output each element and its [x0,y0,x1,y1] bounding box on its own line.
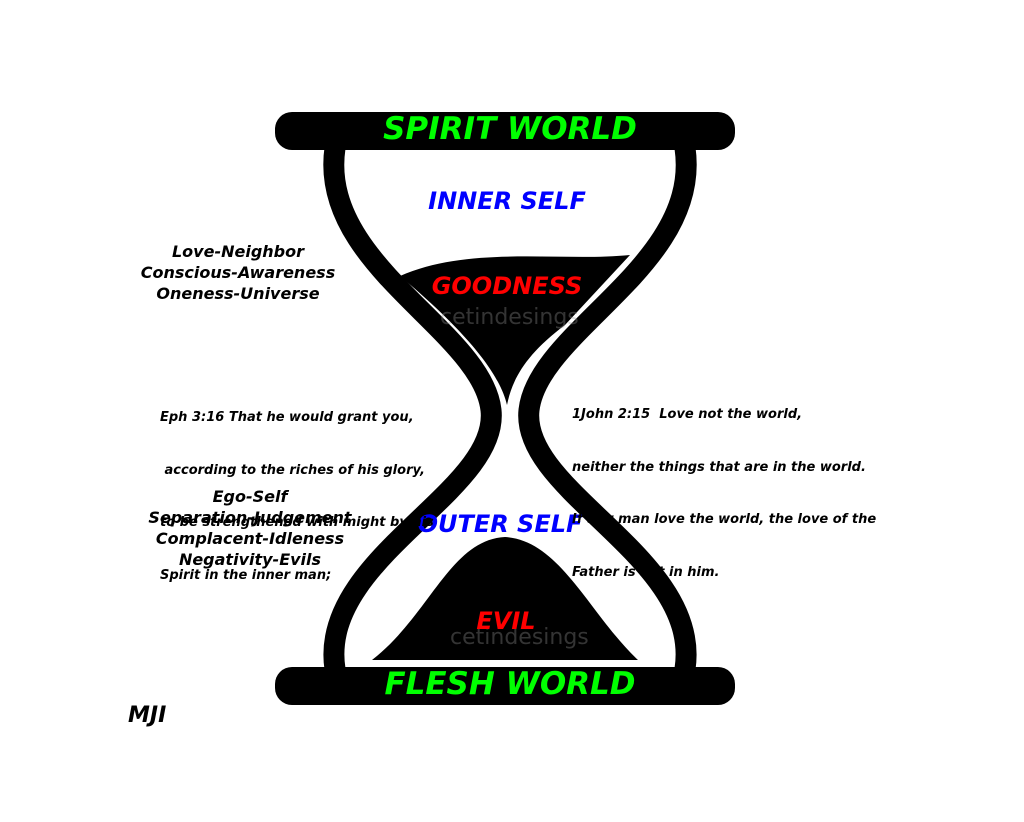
evil-sand-pile [372,537,638,660]
john-quote: 1John 2:15 Love not the world, neither t… [572,371,876,599]
quote-line: Spirit in the inner man; [160,567,332,583]
quote-line: Father is not in him. [572,564,720,580]
hourglass-right-wall [518,146,697,671]
quote-line: according to the riches of his glory, [160,462,425,478]
quote-line: neither the things that are in the world… [572,459,866,475]
goodness-label: GOODNESS [431,272,583,300]
trait: Negativity-Evils [178,550,322,569]
hourglass-left-wall [323,146,502,671]
trait: Love-Neighbor [171,242,304,261]
outer-self-label: OUTER SELF [417,510,583,538]
inner-self-label: INNER SELF [428,187,586,215]
flesh-world-label: FLESH WORLD [384,666,636,702]
trait: Ego-Self [212,487,288,506]
evil-label: EVIL [476,607,536,635]
quote-line: 1John 2:15 Love not the world, [572,407,803,422]
top-bar [275,112,735,150]
goodness-sand [400,255,630,405]
watermark: cetindesings [450,625,589,650]
upper-traits-list: Love-Neighbor Conscious-Awareness Onenes… [118,241,358,304]
bottom-bar [275,667,735,705]
watermark: cetindesings [440,305,579,330]
trait: Separation-Judgement [148,508,352,527]
lower-traits-list: Ego-Self Separation-Judgement Complacent… [128,486,372,570]
signature: MJI [128,703,167,728]
eph-quote: Eph 3:16 That he would grant you, accord… [160,374,434,602]
quote-line: Eph 3:16 That he would grant you, [160,410,414,425]
quote-line: to be strengthened with might by his [160,515,434,530]
trait: Complacent-Idleness [155,529,345,548]
quote-line: If any man love the world, the love of t… [572,512,877,527]
spirit-world-label: SPIRIT WORLD [383,111,637,147]
trait: Oneness-Universe [156,284,320,303]
trait: Conscious-Awareness [140,263,336,282]
